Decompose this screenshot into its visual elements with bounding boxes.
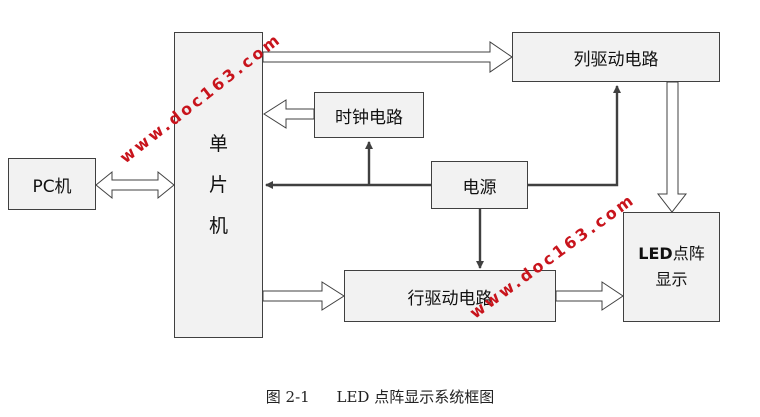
row-driver-label: 行驱动电路 [407, 288, 493, 309]
led-display-box: LED点阵 显示 [623, 212, 720, 322]
power-label: 电源 [462, 177, 497, 198]
mcu-label-char-3: 机 [208, 214, 228, 237]
mcu-box: 单 片 机 [174, 32, 263, 338]
figure-caption: 图 2-1 LED 点阵显示系统框图 [0, 386, 760, 407]
clock-box: 时钟电路 [314, 92, 424, 138]
led-display-label: LED点阵 显示 [638, 241, 704, 292]
caption-number: 图 2-1 [265, 388, 310, 406]
pc-label: PC机 [32, 176, 72, 197]
line-power-to-column-driver [528, 85, 621, 187]
arrow-column-driver-to-led [656, 81, 688, 213]
arrow-clock-to-mcu [263, 99, 315, 129]
caption-title: LED 点阵显示系统框图 [336, 388, 495, 406]
row-driver-box: 行驱动电路 [344, 270, 556, 322]
mcu-label-char-1: 单 [208, 132, 228, 155]
pc-box: PC机 [8, 158, 96, 210]
led-label-latin: LED [638, 244, 673, 264]
arrow-mcu-to-column-driver [262, 41, 513, 73]
arrow-row-driver-to-led [555, 281, 624, 311]
column-driver-box: 列驱动电路 [512, 32, 720, 82]
arrow-pc-mcu-bidirectional [95, 170, 175, 200]
power-box: 电源 [431, 161, 528, 209]
clock-label: 时钟电路 [335, 107, 403, 128]
column-driver-label: 列驱动电路 [573, 49, 659, 70]
arrow-mcu-to-row-driver [262, 281, 345, 311]
led-label-cjk: 点阵 [672, 244, 705, 264]
mcu-label-char-2: 片 [208, 173, 228, 196]
led-label-line2: 显示 [655, 270, 688, 289]
